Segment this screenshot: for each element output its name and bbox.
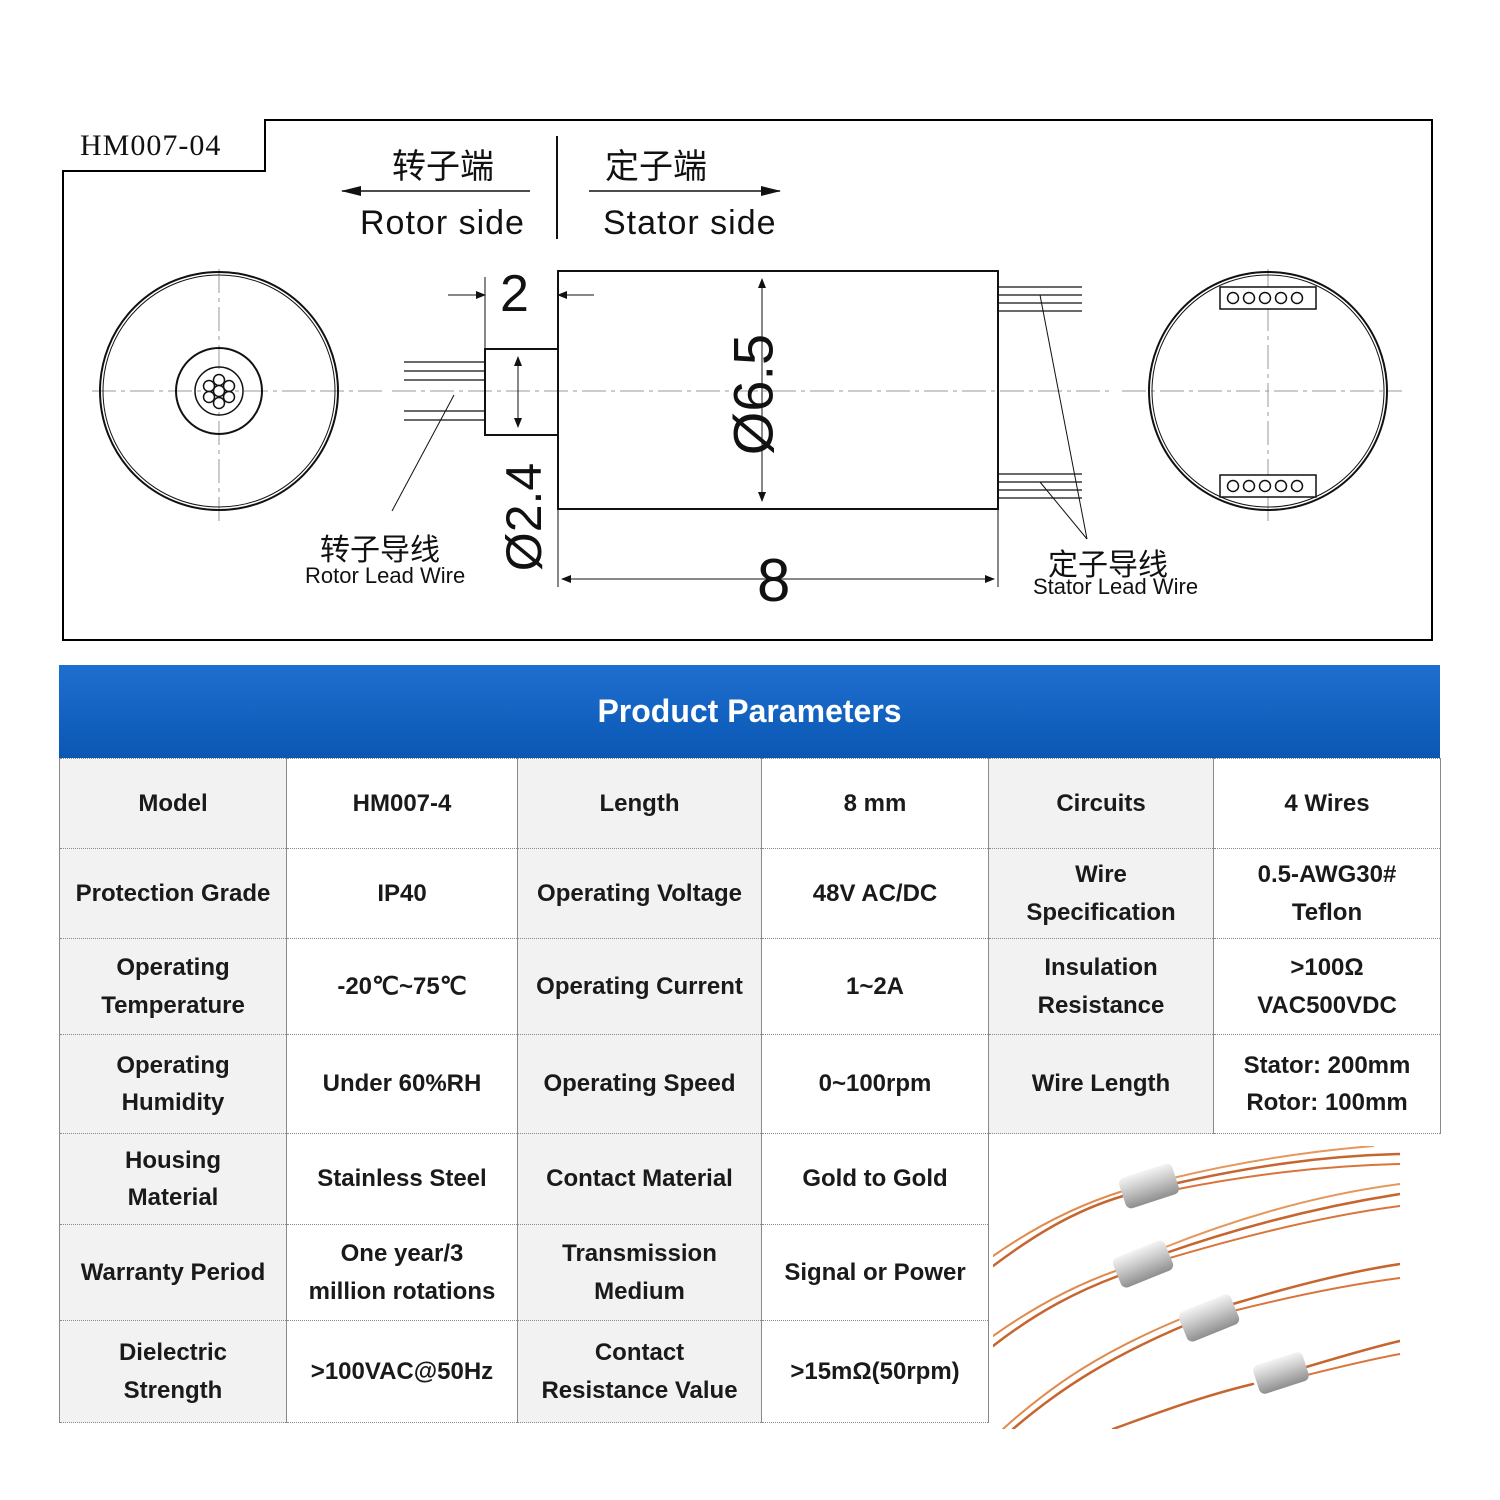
stator-lead-zh: 定子导线 — [1048, 548, 1168, 583]
value-housing-material: Stainless Steel — [286, 1133, 518, 1225]
stator-lead-en: Stator Lead Wire — [1033, 574, 1199, 599]
table-row: Protection Grade IP40 Operating Voltage … — [59, 848, 1441, 939]
value-wire-specification: 0.5-AWG30#Teflon — [1213, 848, 1441, 939]
rotor-side-en: Rotor side — [360, 204, 525, 242]
rotor-lead-zh: 转子导线 — [320, 533, 440, 568]
stator-side-en: Stator side — [603, 204, 777, 242]
value-protection-grade: IP40 — [286, 848, 518, 939]
stator-end-view — [1122, 269, 1402, 524]
params-title: Product Parameters — [597, 693, 902, 729]
value-length: 8 mm — [761, 758, 989, 849]
dimension-shaft-diameter: Ø2.4 — [496, 462, 552, 572]
stator-side-zh: 定子端 — [605, 147, 707, 187]
label-operating-current: Operating Current — [517, 938, 762, 1035]
table-row: Model HM007-4 Length 8 mm Circuits 4 Wir… — [59, 758, 1441, 849]
dimension-body-diameter: Ø6.5 — [721, 333, 785, 456]
label-model: Model — [59, 758, 287, 849]
label-operating-voltage: Operating Voltage — [517, 848, 762, 939]
value-operating-humidity: Under 60%RH — [286, 1034, 518, 1134]
label-contact-material: Contact Material — [517, 1133, 762, 1225]
value-contact-material: Gold to Gold — [761, 1133, 989, 1225]
technical-drawing — [92, 136, 1402, 587]
label-warranty-period: Warranty Period — [59, 1224, 287, 1321]
value-operating-temperature: -20℃~75℃ — [286, 938, 518, 1035]
rotor-end-view — [92, 269, 382, 524]
dimension-length: 8 — [757, 547, 791, 614]
label-protection-grade: Protection Grade — [59, 848, 287, 939]
value-transmission-medium: Signal or Power — [761, 1224, 989, 1321]
value-circuits: 4 Wires — [1213, 758, 1441, 849]
params-table: Model HM007-4 Length 8 mm Circuits 4 Wir… — [59, 758, 1441, 1423]
label-operating-speed: Operating Speed — [517, 1034, 762, 1134]
value-contact-resistance: >15mΩ(50rpm) — [761, 1320, 989, 1423]
label-length: Length — [517, 758, 762, 849]
drawing-frame — [62, 119, 1433, 641]
value-model: HM007-4 — [286, 758, 518, 849]
value-operating-speed: 0~100rpm — [761, 1034, 989, 1134]
rotor-lead-en: Rotor Lead Wire — [305, 563, 466, 588]
rotor-side-zh: 转子端 — [392, 147, 494, 187]
label-wire-length: Wire Length — [988, 1034, 1214, 1134]
shaft-outline — [484, 348, 559, 436]
side-view — [391, 270, 1112, 587]
dimension-flange: 2 — [500, 265, 529, 323]
value-operating-current: 1~2A — [761, 938, 989, 1035]
value-operating-voltage: 48V AC/DC — [761, 848, 989, 939]
label-circuits: Circuits — [988, 758, 1214, 849]
product-photo — [993, 1146, 1400, 1429]
value-dielectric-strength: >100VAC@50Hz — [286, 1320, 518, 1423]
params-banner: Product Parameters — [59, 665, 1440, 758]
model-tag: HM007-04 — [62, 119, 266, 172]
